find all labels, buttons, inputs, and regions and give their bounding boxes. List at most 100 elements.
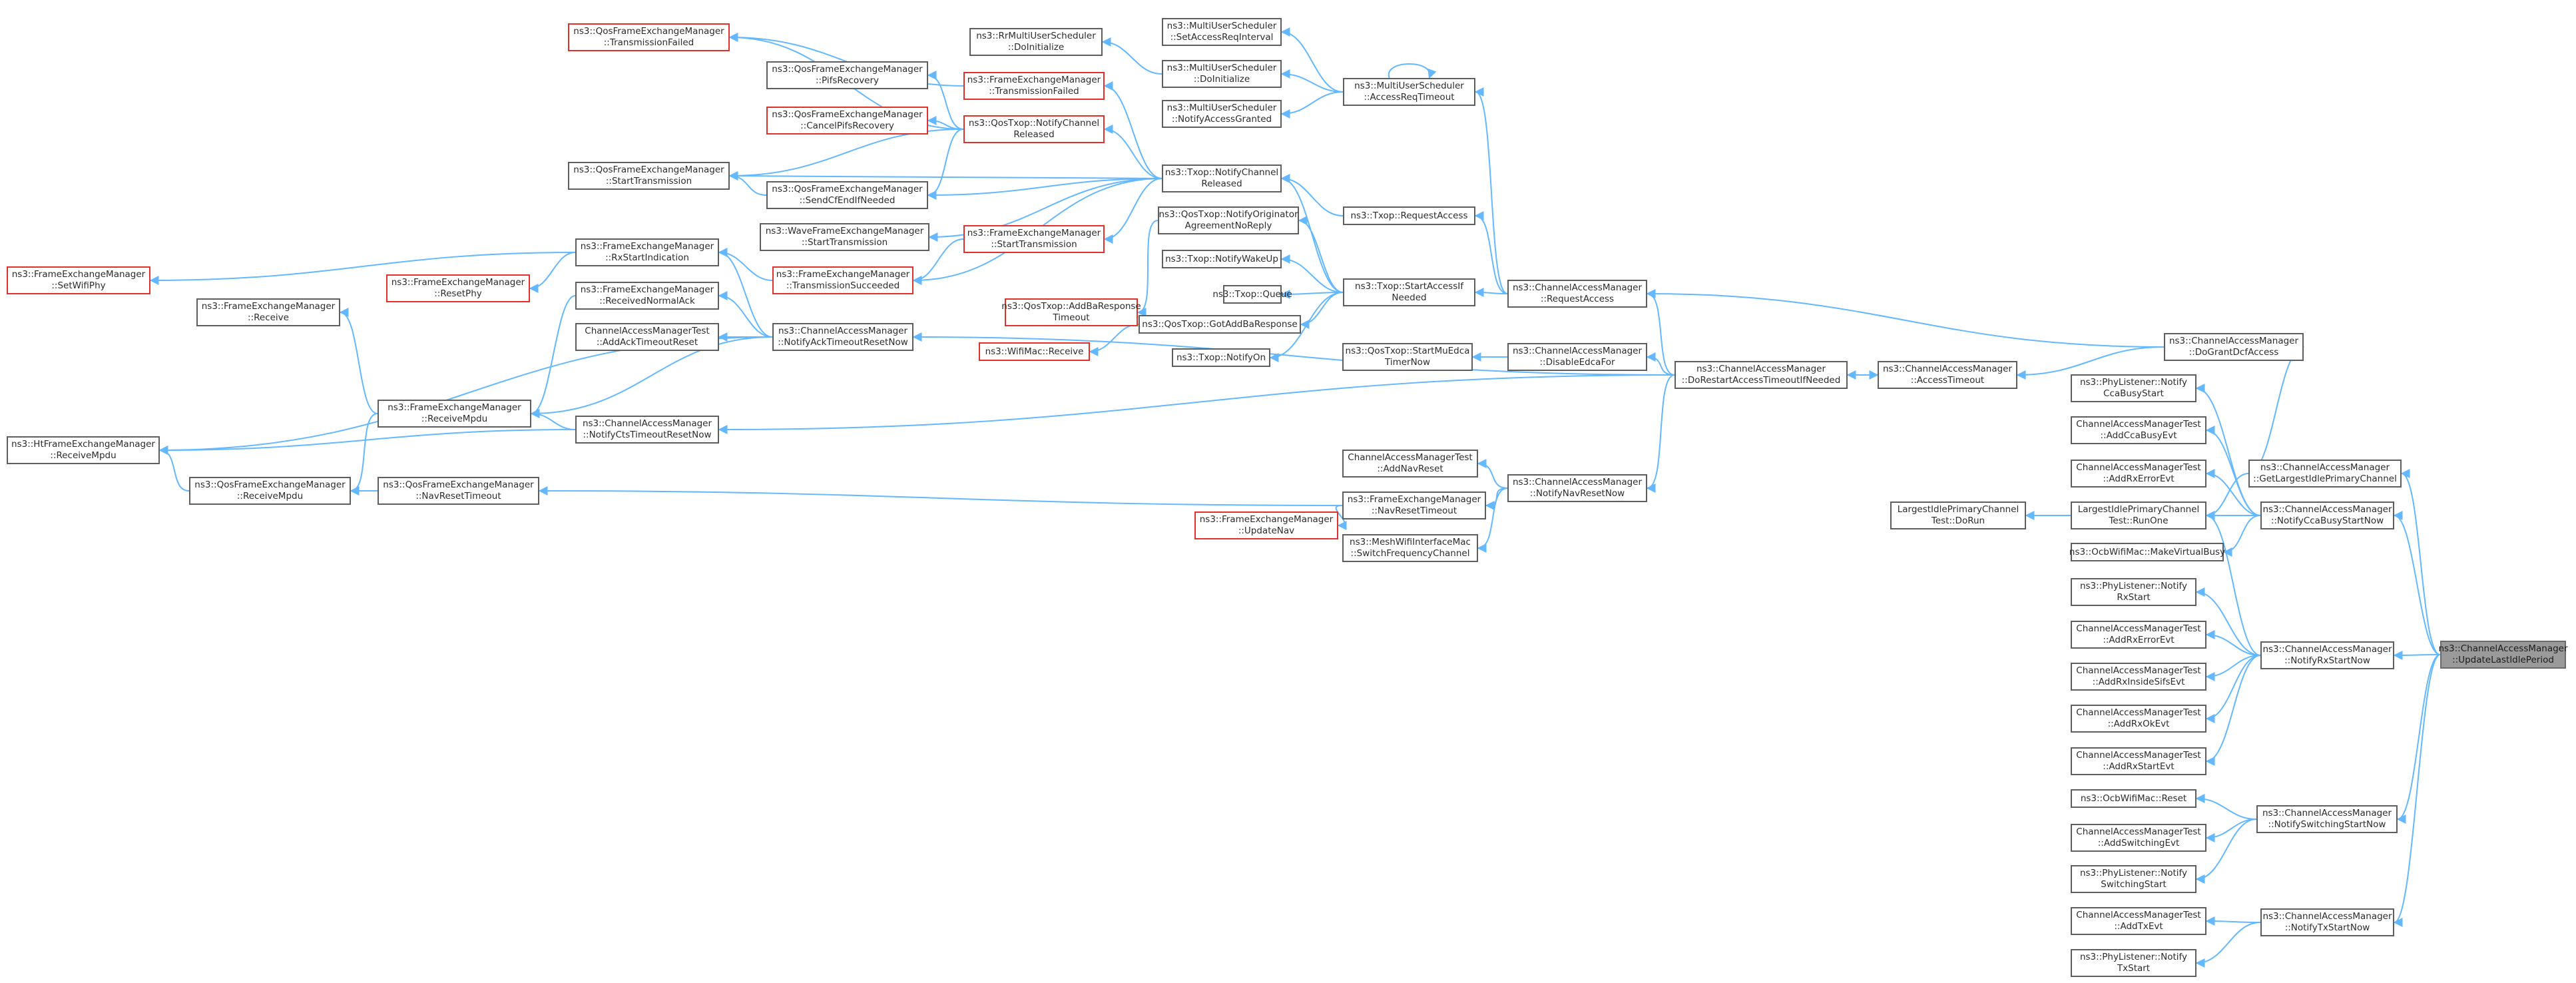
node-get-largest-idle-primary-channel[interactable]: ns3::ChannelAccessManager::GetLargestIdl… — [2248, 460, 2402, 488]
edge-ctsreset-to-htrecvmpdu — [158, 429, 576, 455]
node-ocb-reset[interactable]: ns3::OcbWifiMac::Reset — [2071, 789, 2196, 808]
node-fem-transmission-failed[interactable]: ns3::FrameExchangeManager::TransmissionF… — [963, 72, 1105, 100]
node-fem-received-normal-ack[interactable]: ns3::FrameExchangeManager::ReceivedNorma… — [575, 282, 719, 310]
node-wifi-mac-receive[interactable]: ns3::WifiMac::Receive — [979, 342, 1090, 361]
node-mesh-switch-frequency-channel[interactable]: ns3::MeshWifiInterfaceMac::SwitchFrequen… — [1342, 534, 1478, 562]
node-test-add-rx-inside-sifs-evt[interactable]: ChannelAccessManagerTest::AddRxInsideSif… — [2071, 663, 2206, 691]
node-fem-receive-mpdu[interactable]: ns3::FrameExchangeManager::ReceiveMpdu — [378, 400, 531, 428]
edge-qosnotifyorig-to-qosaddbato — [1137, 220, 1159, 317]
node-qfem-transmission-failed[interactable]: ns3::QosFrameExchangeManager::Transmissi… — [568, 23, 730, 51]
edge-navresetnow-to-meshswitch — [1477, 488, 1508, 553]
node-channel-access-manager-request-access[interactable]: ns3::ChannelAccessManager::RequestAccess — [1507, 280, 1647, 308]
edge-qosnotifych-to-qfemsendcf — [927, 129, 964, 200]
node-ht-fem-receive-mpdu[interactable]: ns3::HtFrameExchangeManager::ReceiveMpdu — [7, 436, 160, 464]
node-fem-set-wifi-phy[interactable]: ns3::FrameExchangeManager::SetWifiPhy — [7, 266, 150, 294]
edge-navresetnow-to-femnavreset — [1485, 488, 1508, 510]
edge-qfemrecvmpdu-to-htrecvmpdu — [158, 446, 190, 492]
node-wave-fem-start-transmission[interactable]: ns3::WaveFrameExchangeManager::StartTran… — [760, 223, 929, 251]
edge-navresetnow-to-addnavreset — [1477, 459, 1508, 489]
node-txop-notify-on[interactable]: ns3::Txop::NotifyOn — [1172, 348, 1270, 367]
node-notify-cts-timeout-reset-now[interactable]: ns3::ChannelAccessManager::NotifyCtsTime… — [575, 416, 719, 444]
edge-reqaccess-to-muaccessreq — [1474, 87, 1508, 294]
node-test-add-rx-start-evt[interactable]: ChannelAccessManagerTest::AddRxStartEvt — [2071, 747, 2206, 775]
node-notify-rx-start-now[interactable]: ns3::ChannelAccessManager::NotifyRxStart… — [2260, 641, 2394, 669]
node-mu-set-access-req-interval[interactable]: ns3::MultiUserScheduler::SetAccessReqInt… — [1162, 18, 1282, 46]
node-qfem-start-transmission[interactable]: ns3::QosFrameExchangeManager::StartTrans… — [568, 162, 730, 190]
node-txop-queue[interactable]: ns3::Txop::Queue — [1212, 285, 1292, 304]
edge-muaccessreq-to-munotify — [1280, 91, 1344, 119]
edge-muaccessreq-to-musetint — [1280, 27, 1344, 93]
edge-txopnotify-to-qfemsendcf — [927, 178, 1162, 200]
node-notify-ack-timeout-reset-now[interactable]: ns3::ChannelAccessManager::NotifyAckTime… — [772, 323, 913, 351]
edge-rxstartnow-to-addrxerr2 — [2205, 630, 2261, 656]
node-disable-edca-for[interactable]: ns3::ChannelAccessManager::DisableEdcaFo… — [1507, 343, 1647, 371]
edge-rxstartnow-to-addrxstart — [2205, 655, 2261, 766]
node-test-add-rx-ok-evt[interactable]: ChannelAccessManagerTest::AddRxOkEvt — [2071, 705, 2206, 733]
edge-femrecvmpdu-to-qfemrecvmpdu — [350, 413, 378, 495]
node-qfem-send-cf-end-if-needed[interactable]: ns3::QosFrameExchangeManager::SendCfEndI… — [766, 181, 928, 209]
node-do-restart-access-timeout-if-needed[interactable]: ns3::ChannelAccessManager::DoRestartAcce… — [1674, 361, 1848, 389]
edge-femstarttx-to-femtxsucc — [912, 238, 964, 285]
node-fem-reset-phy[interactable]: ns3::FrameExchangeManager::ResetPhy — [386, 274, 530, 302]
node-test-add-cca-busy-evt[interactable]: ChannelAccessManagerTest::AddCcaBusyEvt — [2071, 416, 2206, 444]
node-txop-request-access[interactable]: ns3::Txop::RequestAccess — [1343, 206, 1475, 225]
node-qos-txop-got-add-ba-response[interactable]: ns3::QosTxop::GotAddBaResponse — [1139, 315, 1301, 334]
node-qfem-receive-mpdu[interactable]: ns3::QosFrameExchangeManager::ReceiveMpd… — [189, 477, 351, 505]
edge-ackreset-to-femrecvmpdu — [530, 336, 773, 418]
node-rr-mu-do-initialize[interactable]: ns3::RrMultiUserScheduler::DoInitialize — [969, 28, 1103, 56]
node-mu-notify-access-granted[interactable]: ns3::MultiUserScheduler::NotifyAccessGra… — [1162, 100, 1282, 128]
node-test-add-rx-error-evt-2[interactable]: ChannelAccessManagerTest::AddRxErrorEvt — [2071, 621, 2206, 649]
edge-femrecvack-to-femrecvmpdu — [530, 295, 576, 418]
node-fem-transmission-succeeded[interactable]: ns3::FrameExchangeManager::TransmissionS… — [772, 266, 913, 294]
node-txop-notify-wake-up[interactable]: ns3::Txop::NotifyWakeUp — [1162, 250, 1282, 268]
node-fem-nav-reset-timeout[interactable]: ns3::FrameExchangeManager::NavResetTimeo… — [1342, 492, 1486, 519]
node-fem-rx-start-indication[interactable]: ns3::FrameExchangeManager::RxStartIndica… — [575, 238, 719, 266]
node-qfem-nav-reset-timeout[interactable]: ns3::QosFrameExchangeManager::NavResetTi… — [378, 477, 539, 505]
edge-dogrant-to-acctimeout — [2016, 346, 2165, 380]
edge-txopnotify-to-femtxfail — [1103, 81, 1162, 179]
node-test-add-ack-timeout-reset[interactable]: ChannelAccessManagerTest::AddAckTimeoutR… — [575, 323, 719, 351]
edge-femnavreset-to-updatenav — [1335, 505, 1347, 530]
edge-txopstart-to-txopnotify — [1280, 174, 1344, 293]
node-notify-nav-reset-now[interactable]: ns3::ChannelAccessManager::NotifyNavRese… — [1507, 474, 1647, 502]
node-qfem-cancel-pifs-recovery[interactable]: ns3::QosFrameExchangeManager::CancelPifs… — [766, 107, 928, 135]
node-mu-access-req-timeout[interactable]: ns3::MultiUserScheduler::AccessReqTimeou… — [1343, 78, 1475, 106]
node-test-add-nav-reset[interactable]: ChannelAccessManagerTest::AddNavReset — [1342, 450, 1478, 478]
edge-dogrant-to-reqaccess — [1646, 289, 2165, 348]
node-test-add-tx-evt[interactable]: ChannelAccessManagerTest::AddTxEvt — [2071, 907, 2206, 935]
node-ocb-make-virtual-busy[interactable]: ns3::OcbWifiMac::MakeVirtualBusy — [2069, 543, 2225, 561]
node-mu-do-initialize[interactable]: ns3::MultiUserScheduler::DoInitialize — [1162, 60, 1282, 88]
node-qfem-pifs-recovery[interactable]: ns3::QosFrameExchangeManager::PifsRecove… — [766, 61, 928, 89]
edge-mudoinit-to-rrdoinit — [1101, 37, 1162, 75]
node-notify-tx-start-now[interactable]: ns3::ChannelAccessManager::NotifyTxStart… — [2260, 908, 2394, 936]
node-notify-cca-busy-start-now[interactable]: ns3::ChannelAccessManager::NotifyCcaBusy… — [2260, 501, 2394, 529]
node-fem-receive[interactable]: ns3::FrameExchangeManager::Receive — [196, 298, 340, 326]
edge-root-to-ccabusy — [2393, 511, 2441, 655]
node-do-grant-dcf-access[interactable]: ns3::ChannelAccessManager::DoGrantDcfAcc… — [2164, 333, 2304, 361]
node-fem-start-transmission[interactable]: ns3::FrameExchangeManager::StartTransmis… — [963, 225, 1105, 253]
edge-muaccessreq-to-mudoinit — [1280, 69, 1344, 93]
edge-dorestart-to-reqaccess — [1646, 289, 1675, 376]
edge-rxstartnow-to-addrxsifs — [2205, 655, 2261, 681]
node-update-last-idle-period: ns3::ChannelAccessManager::UpdateLastIdl… — [2438, 641, 2568, 669]
edge-ccabusy-to-addccabusy — [2205, 426, 2261, 516]
node-test-add-rx-error-evt[interactable]: ChannelAccessManagerTest::AddRxErrorEvt — [2071, 460, 2206, 488]
edge-rxstartnow-to-addrxok — [2205, 655, 2261, 723]
node-access-timeout[interactable]: ns3::ChannelAccessManager::AccessTimeout — [1878, 361, 2017, 389]
edge-txstartnow-to-phytx — [2195, 922, 2261, 968]
node-test-add-switching-evt[interactable]: ChannelAccessManagerTest::AddSwitchingEv… — [2071, 824, 2206, 852]
node-fem-update-nav[interactable]: ns3::FrameExchangeManager::UpdateNav — [1194, 511, 1338, 539]
node-notify-switching-start-now[interactable]: ns3::ChannelAccessManager::NotifySwitchi… — [2256, 805, 2398, 833]
